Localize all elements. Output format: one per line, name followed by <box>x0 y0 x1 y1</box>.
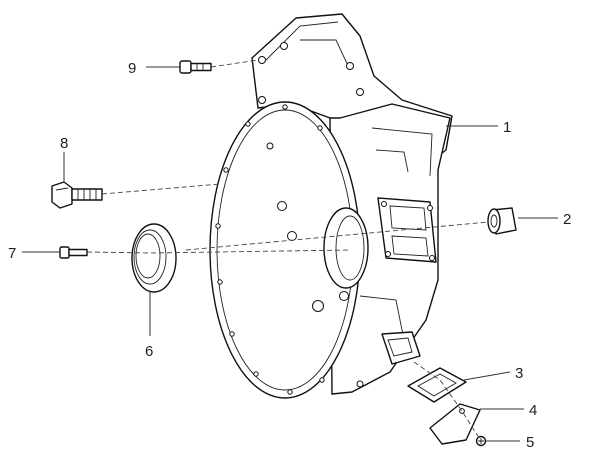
callout-6: 6 <box>145 343 153 360</box>
callout-3: 3 <box>515 365 523 382</box>
callout-9: 9 <box>128 60 136 77</box>
bolt-7 <box>59 246 88 259</box>
plug <box>487 207 517 235</box>
gasket <box>407 367 467 403</box>
cover-plate <box>429 403 481 445</box>
callout-7: 7 <box>8 245 16 262</box>
bolt-9 <box>179 60 212 74</box>
callout-2: 2 <box>563 211 571 228</box>
callout-1: 1 <box>503 119 511 136</box>
hex-bolt-8 <box>51 181 103 209</box>
callout-8: 8 <box>60 135 68 152</box>
assembly-lines <box>86 59 489 442</box>
leader-lines <box>22 66 558 442</box>
oil-seal <box>131 223 177 293</box>
callout-4: 4 <box>529 402 537 419</box>
callout-numbers: 1 2 3 4 5 6 7 8 9 <box>8 60 571 451</box>
flywheel-housing <box>209 13 453 399</box>
callout-5: 5 <box>526 434 534 451</box>
